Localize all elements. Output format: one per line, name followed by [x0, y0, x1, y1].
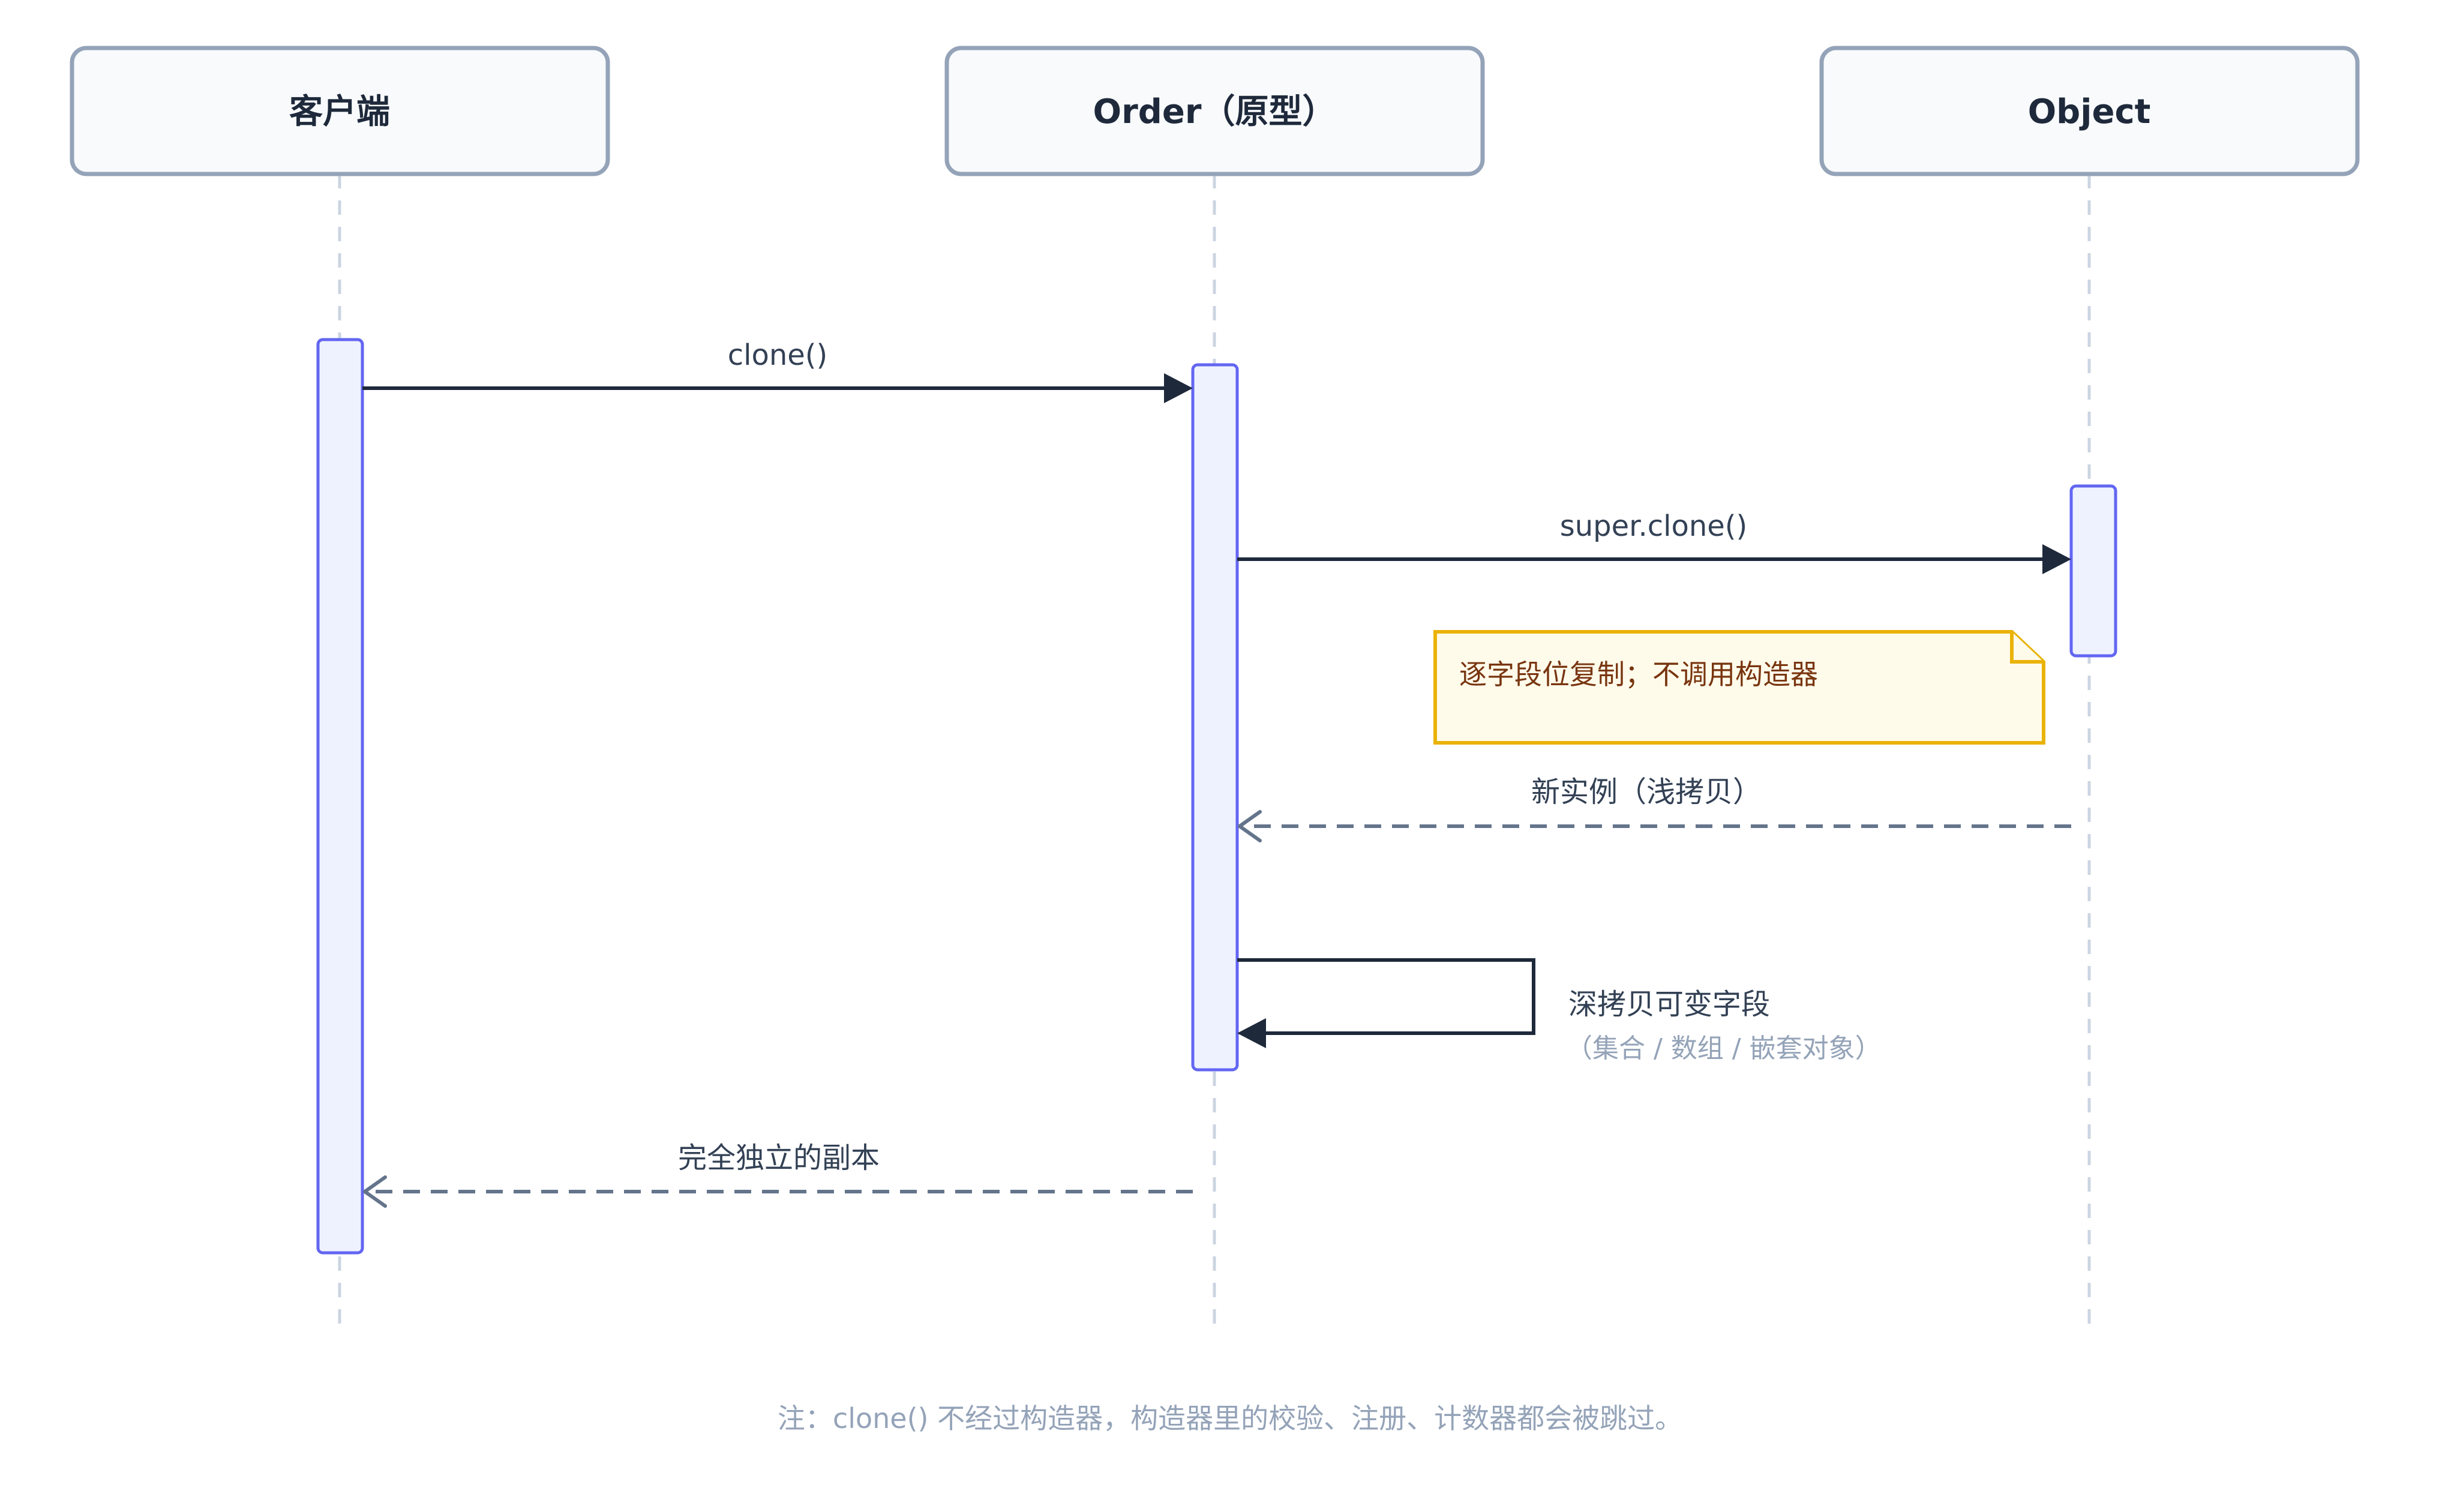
message-clone-label: clone(): [728, 338, 828, 372]
activation-order: [1191, 363, 1239, 1072]
message-new-instance-label: 新实例（浅拷贝）: [1531, 775, 1762, 809]
message-new-instance: 新实例（浅拷贝）: [1238, 775, 2071, 842]
message-super-clone: super.clone(): [1237, 509, 2071, 574]
message-super-clone-arrowhead: [2042, 544, 2071, 574]
note-box: [1433, 630, 2045, 745]
participant-order-box: [944, 46, 1485, 176]
message-clone: clone(): [362, 338, 1193, 403]
participant-object-box: [1819, 46, 2360, 176]
message-deep-copy-label: 深拷贝可变字段: [1568, 988, 1770, 1021]
message-new-instance-arrowhead: [1238, 810, 1262, 842]
message-independent-copy-label: 完全独立的副本: [678, 1141, 880, 1175]
note-text: 逐字段位复制；不调用构造器: [1459, 658, 1818, 691]
participant-order: Order（原型）: [944, 46, 1485, 176]
activation-client: [316, 338, 364, 1255]
message-deep-copy: 深拷贝可变字段 （集合 / 数组 / 嵌套对象）: [1237, 958, 1882, 1064]
message-independent-copy: 完全独立的副本: [363, 1141, 1193, 1208]
participant-order-label: Order（原型）: [1093, 92, 1336, 131]
footer-note: 注：clone() 不经过构造器，构造器里的校验、注册、计数器都会被跳过。: [778, 1402, 1682, 1435]
message-clone-arrowhead: [1164, 373, 1193, 403]
note-bitwise-copy: 逐字段位复制；不调用构造器: [1433, 630, 2045, 745]
participant-object-label: Object: [2028, 92, 2151, 131]
activation-object: [2069, 484, 2117, 658]
message-deep-copy-arrowhead: [1237, 1018, 1266, 1048]
participant-client-label: 客户端: [289, 92, 390, 131]
message-independent-copy-arrowhead: [363, 1175, 387, 1208]
message-deep-copy-sublabel: （集合 / 数组 / 嵌套对象）: [1566, 1033, 1882, 1064]
message-super-clone-label: super.clone(): [1560, 509, 1748, 543]
message-deep-copy-line: [1237, 958, 1535, 1035]
participant-client: 客户端: [70, 46, 610, 176]
note-fold: [2010, 632, 2044, 664]
participant-client-box: [70, 46, 610, 176]
participant-object: Object: [1819, 46, 2360, 176]
